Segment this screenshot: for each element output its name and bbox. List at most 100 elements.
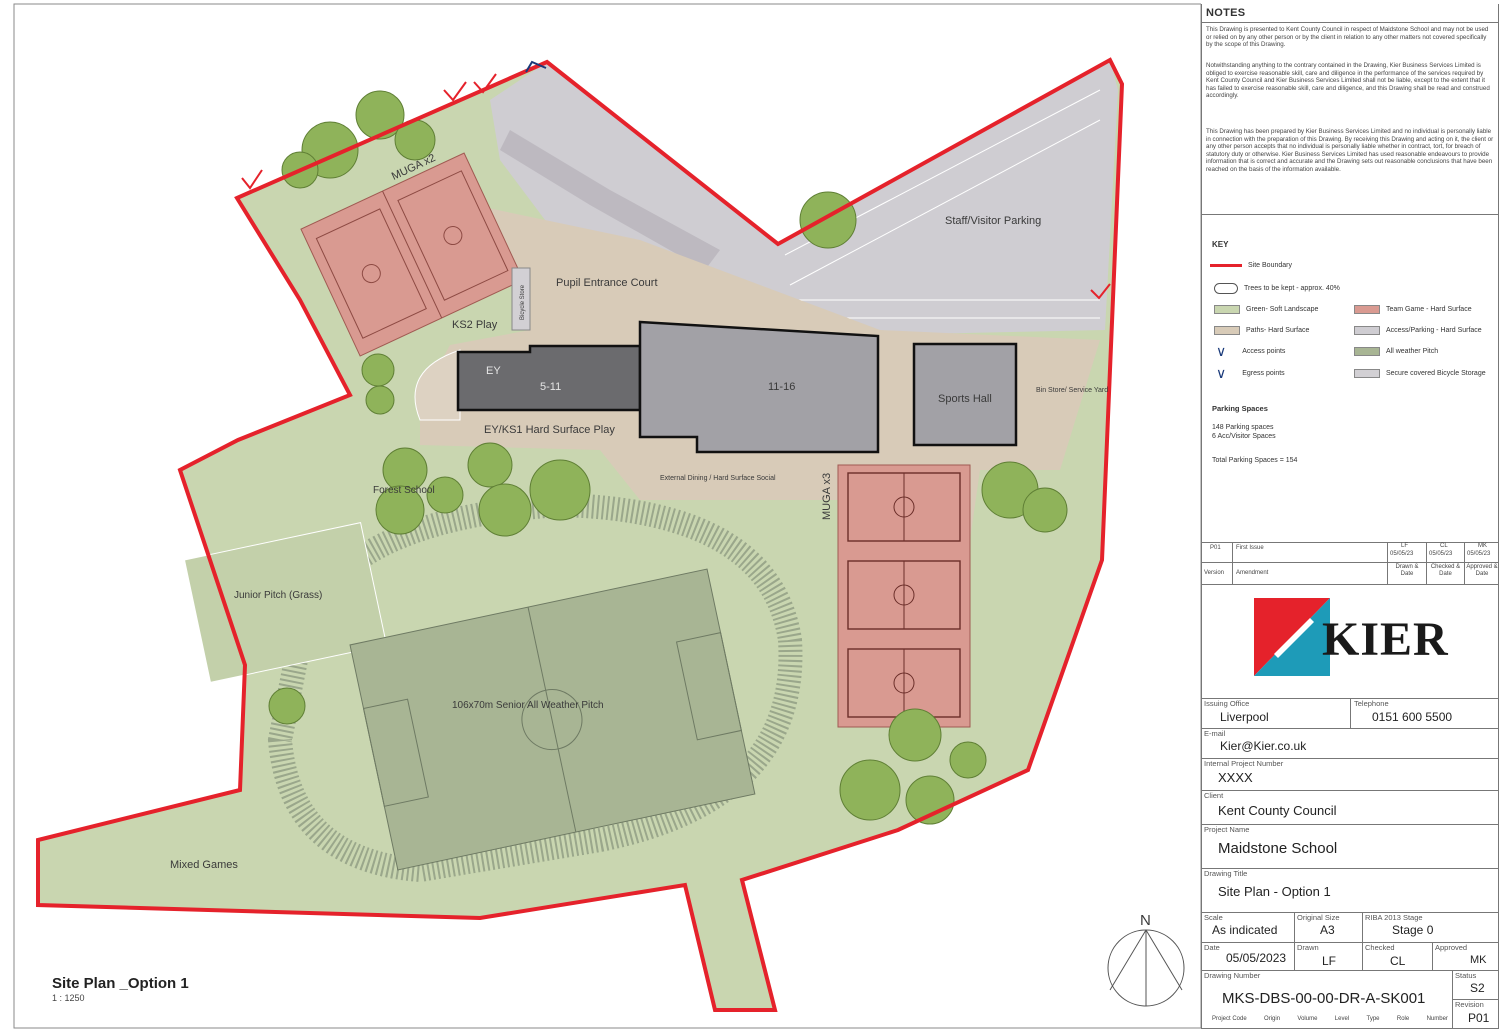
trees — [268, 90, 1068, 825]
key-access-label: Access points — [1242, 348, 1286, 355]
key-site-boundary: Site Boundary — [1210, 262, 1292, 269]
label-pupil-court: Pupil Entrance Court — [556, 277, 658, 289]
site-boundary — [36, 57, 1125, 1012]
key-paths-label: Paths- Hard Surface — [1246, 327, 1310, 334]
title-block: NOTES This Drawing is presented to Kent … — [1201, 4, 1499, 1029]
key-green: Green- Soft Landscape — [1214, 305, 1318, 314]
key-paths: Paths- Hard Surface — [1214, 326, 1309, 335]
key-site-boundary-label: Site Boundary — [1248, 262, 1292, 269]
parking-line-2: 6 Acc/Visitor Spaces — [1212, 433, 1276, 440]
senior-pitch — [349, 568, 756, 871]
running-track — [267, 492, 803, 883]
date-label: Date — [1204, 943, 1220, 952]
issuing-office-value: Liverpool — [1220, 710, 1269, 724]
drawn-value: LF — [1322, 954, 1337, 968]
dn-part-type: Type — [1366, 1016, 1380, 1022]
parking-line-1: 148 Parking spaces — [1212, 424, 1274, 431]
building-11-16 — [638, 320, 880, 454]
telephone-label: Telephone — [1354, 699, 1389, 708]
key-access-parking: Access/Parking - Hard Surface — [1354, 326, 1482, 335]
plan-title: Site Plan _Option 1 — [52, 975, 189, 992]
parking-swatch — [1354, 326, 1380, 335]
issuing-office-label: Issuing Office — [1204, 699, 1250, 708]
label-dining: External Dining / Hard Surface Social — [660, 475, 776, 482]
drawing-frame — [13, 3, 1201, 1029]
egress-mark-icon: ∨ — [1216, 365, 1227, 381]
key-heading: KEY — [1212, 240, 1229, 249]
rev-amendment: First Issue — [1236, 545, 1264, 551]
tree-icon — [1214, 283, 1238, 294]
revision-label: Revision — [1455, 1000, 1484, 1009]
key-access-parking-label: Access/Parking - Hard Surface — [1386, 327, 1482, 334]
muga-x3-courts — [837, 464, 971, 728]
rev-checked-date: 05/05/23 — [1429, 551, 1453, 557]
email-value: Kier@Kier.co.uk — [1220, 739, 1307, 753]
key-trees: Trees to be kept - approx. 40% — [1214, 283, 1340, 294]
bike-swatch — [1354, 369, 1380, 378]
green-swatch — [1214, 305, 1240, 314]
scale-label: Scale — [1204, 913, 1223, 922]
label-forest: Forest School — [373, 485, 435, 496]
client-value: Kent County Council — [1218, 803, 1337, 818]
label-mixed: Mixed Games — [170, 859, 238, 871]
riba-stage-label: RIBA 2013 Stage — [1365, 913, 1423, 922]
label-senior: 106x70m Senior All Weather Pitch — [452, 700, 604, 711]
approved-label: Approved — [1435, 943, 1468, 952]
dn-part-origin: Origin — [1264, 1016, 1281, 1022]
approved-value: MK — [1470, 954, 1487, 966]
rev-h-approved: Approved & Date — [1466, 564, 1498, 577]
label-junior: Junior Pitch (Grass) — [234, 590, 322, 601]
rev-h-amendment: Amendment — [1236, 570, 1269, 576]
label-11-16: 11-16 — [768, 381, 795, 393]
ey-play-area — [414, 349, 461, 421]
original-size-label: Original Size — [1297, 913, 1340, 922]
bicycle-store — [511, 267, 531, 331]
key-green-label: Green- Soft Landscape — [1246, 306, 1319, 313]
notes-paragraph-3: This Drawing has been prepared by Kier B… — [1206, 128, 1494, 173]
dn-part-volume: Volume — [1297, 1016, 1318, 1022]
label-sports: Sports Hall — [938, 393, 992, 405]
key-bicycle: Secure covered Bicycle Storage — [1354, 369, 1486, 378]
parking-total: Total Parking Spaces = 154 — [1212, 457, 1298, 464]
plan-scale: 1 : 1250 — [52, 993, 85, 1003]
label-5-11: 5-11 — [540, 381, 561, 393]
building-ey-5-11 — [456, 344, 642, 412]
dn-part-project-code: Project Code — [1212, 1016, 1247, 1022]
rev-h-checked: Checked & Date — [1430, 564, 1461, 577]
label-ks2: KS2 Play — [452, 319, 498, 331]
key-all-weather-label: All weather Pitch — [1386, 348, 1439, 355]
rev-checked: CL — [1440, 543, 1448, 549]
team-swatch — [1354, 305, 1380, 314]
project-name-label: Project Name — [1204, 825, 1250, 834]
notes-heading: NOTES — [1206, 7, 1246, 19]
key-all-weather: All weather Pitch — [1354, 347, 1438, 356]
north-label: N — [1140, 912, 1151, 929]
key-team-game-label: Team Game - Hard Surface — [1386, 306, 1472, 313]
drawing-title-value: Site Plan - Option 1 — [1218, 884, 1331, 899]
parking-heading: Parking Spaces — [1212, 404, 1268, 413]
dn-part-role: Role — [1396, 1016, 1410, 1022]
label-ey: EY — [486, 365, 501, 377]
revision-value: P01 — [1468, 1011, 1490, 1025]
checked-value: CL — [1390, 954, 1406, 968]
drawing-title-label: Drawing Title — [1204, 869, 1248, 878]
dn-part-number: Number — [1426, 1016, 1448, 1022]
key-trees-label: Trees to be kept - approx. 40% — [1244, 285, 1340, 292]
muga-x2-courts — [300, 152, 524, 357]
drawn-label: Drawn — [1297, 943, 1319, 952]
scale-value: As indicated — [1212, 923, 1278, 937]
kier-logo: KIER — [1254, 598, 1454, 676]
key-egress: ∨ Egress points — [1216, 365, 1285, 381]
label-muga3: MUGA x3 — [821, 473, 833, 520]
boundary-swatch — [1210, 264, 1242, 267]
checked-label: Checked — [1365, 943, 1395, 952]
client-label: Client — [1204, 791, 1224, 800]
rev-approved-date: 05/05/23 — [1467, 551, 1491, 557]
riba-stage-value: Stage 0 — [1392, 923, 1434, 937]
key-bicycle-label: Secure covered Bicycle Storage — [1386, 370, 1486, 377]
rev-drawn-date: 05/05/23 — [1390, 551, 1414, 557]
access-egress-marks — [241, 60, 1111, 300]
rev-h-version: Version — [1204, 570, 1225, 576]
kier-logo-text: KIER — [1322, 613, 1449, 666]
